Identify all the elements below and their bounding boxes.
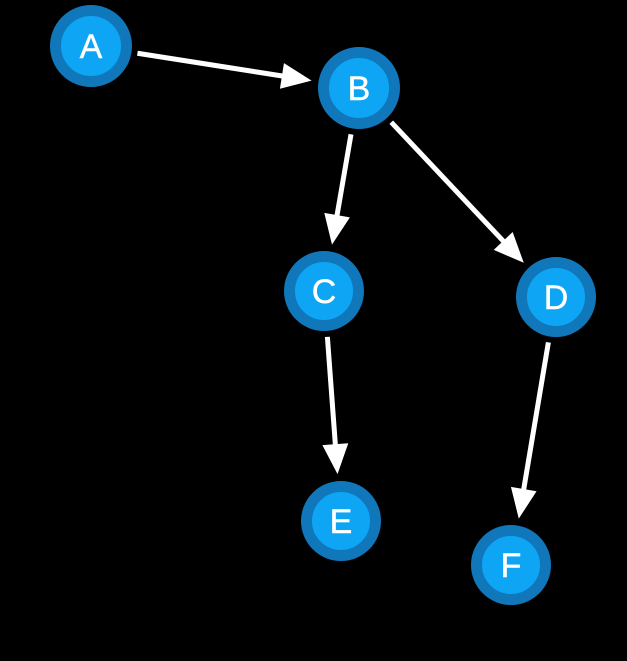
edges-layer [137,50,551,519]
node-label: A [80,28,103,66]
node-circle [318,47,400,129]
edge-line [334,133,354,218]
node-label: D [544,279,569,317]
graph-node-a[interactable]: A [50,5,132,87]
graph-node-b[interactable]: B [318,47,400,129]
node-label: B [348,70,371,108]
node-circle [301,481,381,561]
edge-line [389,120,507,245]
graph-node-d[interactable]: D [516,257,596,337]
edge-arrowhead-icon [324,212,350,245]
graph-edge[interactable] [137,50,312,89]
edge-arrowhead-icon [322,443,349,475]
graph-node-f[interactable]: F [471,525,551,605]
edge-arrowhead-icon [493,232,524,263]
node-circle [471,525,551,605]
edge-arrowhead-icon [279,63,312,89]
edge-line [137,50,285,79]
edge-line [324,336,338,447]
nodes-layer: A B C D E F [50,5,596,605]
graph-edge[interactable] [324,133,354,245]
edge-line [520,341,551,492]
graph-edge[interactable] [510,341,551,519]
node-label: E [330,503,353,541]
graph-node-c[interactable]: C [284,251,364,331]
node-label: F [501,547,522,585]
graph-edge[interactable] [389,120,524,263]
graph-edge[interactable] [322,336,349,475]
graph-node-e[interactable]: E [301,481,381,561]
node-label: C [312,273,337,311]
node-circle [516,257,596,337]
edge-arrowhead-icon [510,486,537,519]
node-circle [284,251,364,331]
node-circle [50,5,132,87]
